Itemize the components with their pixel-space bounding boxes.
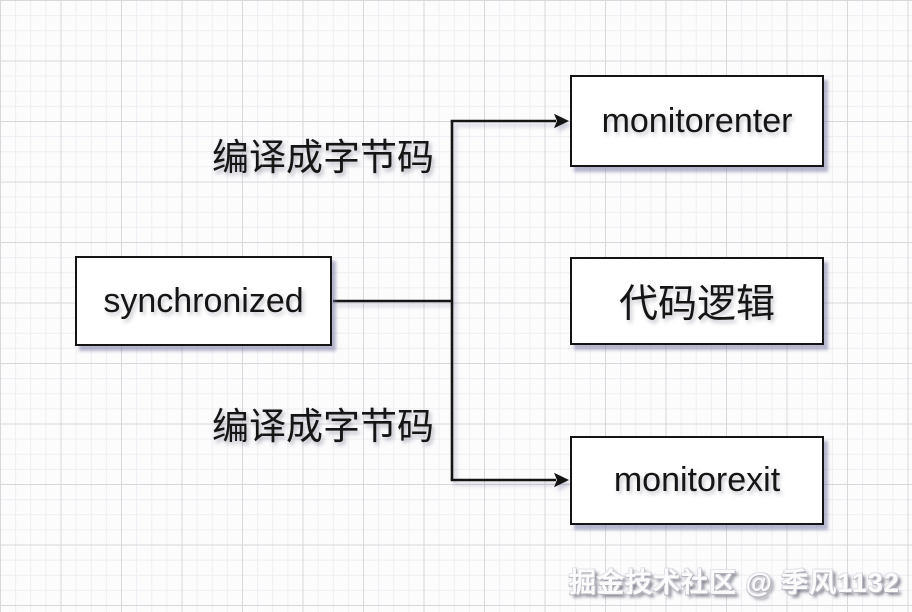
node-synchronized: synchronized — [75, 256, 332, 346]
node-label: 代码逻辑 — [618, 283, 775, 326]
node-monitorexit: monitorexit — [570, 436, 824, 525]
node-label: synchronized — [103, 281, 304, 320]
arrowhead-icon — [554, 113, 569, 129]
watermark: 掘金技术社区 @ 季风1132 — [569, 568, 900, 598]
edge-label-compile-bottom: 编译成字节码 — [212, 406, 434, 447]
arrowhead-icon — [554, 472, 569, 488]
node-monitorenter: monitorenter — [570, 75, 824, 167]
node-label: monitorexit — [613, 461, 781, 499]
node-code-logic: 代码逻辑 — [570, 257, 824, 345]
node-label: monitorenter — [601, 101, 793, 140]
edge-label-compile-top: 编译成字节码 — [212, 137, 434, 178]
